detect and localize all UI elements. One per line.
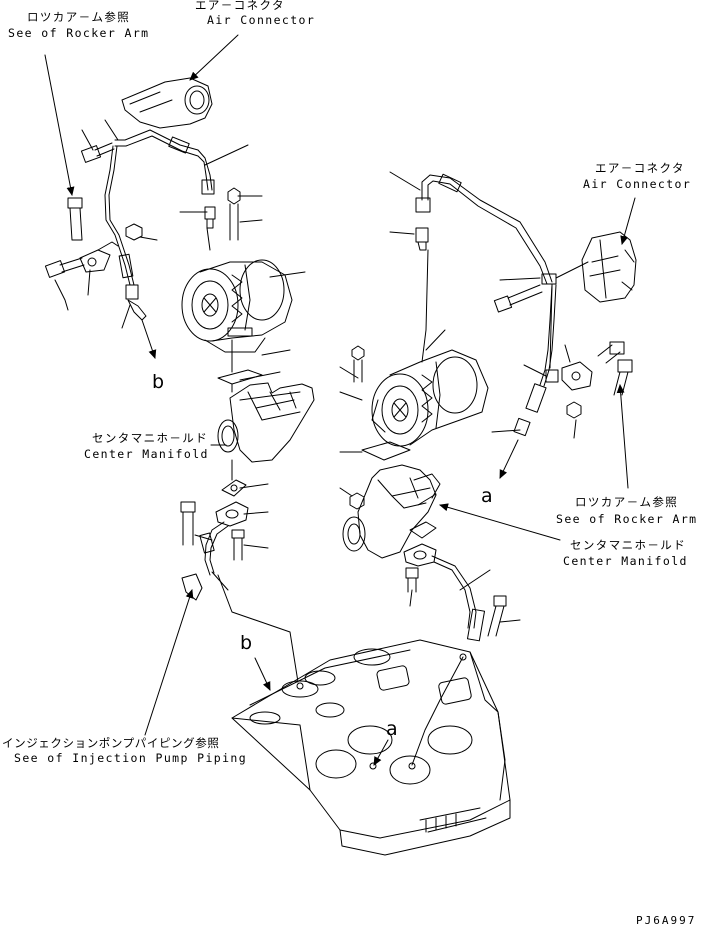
bracket-left	[79, 241, 119, 273]
leader-air-connector-left	[189, 34, 239, 81]
fitting-right	[415, 227, 429, 251]
leader-rocker-left	[44, 54, 75, 196]
air-top-en: Air Connector	[207, 13, 316, 27]
oil-drain-right	[431, 555, 507, 642]
bolt-left-5	[231, 529, 245, 561]
arrow-to-a-upper	[499, 439, 519, 479]
bolt-left-4	[180, 501, 196, 546]
bolt-left-1	[80, 142, 115, 163]
gasket-right-2	[409, 521, 437, 539]
nut-right	[566, 401, 582, 419]
bolt-right-2	[597, 341, 625, 364]
manifold-right-jp: センタマニホ－ルド	[570, 538, 687, 552]
rocker-right-en: See of Rocker Arm	[556, 512, 698, 526]
air-right-en: Air Connector	[583, 177, 692, 191]
air-connector-right	[581, 231, 637, 303]
oil-line-left	[104, 145, 139, 300]
connector-left-lower	[127, 299, 147, 321]
gasket-left-1	[217, 369, 263, 385]
air-pipe-right	[415, 173, 589, 285]
bolt-left-2	[67, 197, 83, 241]
stud-right	[351, 345, 365, 383]
rocker-left-en: See of Rocker Arm	[8, 26, 150, 40]
ref-a-upper: a	[481, 485, 493, 507]
bracket-right	[561, 361, 593, 391]
turbocharger-left	[181, 259, 293, 353]
flange-right	[403, 543, 437, 567]
ref-a-lower: a	[386, 718, 398, 740]
bolt-right-1	[493, 284, 543, 313]
injection-en: See of Injection Pump Piping	[14, 751, 248, 765]
manifold-left-en: Center Manifold	[84, 447, 209, 461]
fitting-left	[204, 206, 216, 229]
flange-left	[215, 501, 249, 527]
engine-block	[231, 639, 511, 856]
air-pipe-left	[114, 129, 215, 195]
leaders-left	[54, 119, 306, 549]
leader-injection-piping	[144, 589, 194, 736]
nut-left	[125, 223, 143, 241]
gasket-left-2	[221, 479, 247, 497]
leaders-right	[339, 171, 577, 623]
nut-right-2	[349, 492, 365, 510]
center-manifold-right	[342, 464, 441, 559]
air-right-jp: エア－コネクタ	[595, 161, 685, 175]
rocker-right-jp: ロツカア－ム参照	[575, 495, 679, 509]
oil-drain-left	[199, 521, 229, 576]
leader-manifold-right	[439, 503, 561, 541]
clip-left	[181, 573, 203, 601]
stud-left	[227, 187, 241, 241]
leader-a-lower	[411, 656, 464, 766]
leader-rocker-right	[616, 384, 629, 489]
gasket-right-1	[361, 441, 411, 461]
leader-b-lower	[217, 574, 299, 683]
leader-air-connector-right	[620, 197, 636, 245]
air-connector-left	[121, 77, 213, 129]
rocker-left-jp: ロツカア－ム参照	[27, 10, 131, 24]
manifold-right-en: Center Manifold	[563, 554, 688, 568]
bolt-left-3	[44, 257, 85, 278]
drawing-code: PJ6A997	[636, 914, 697, 927]
manifold-left-jp: センタマニホ－ルド	[92, 431, 209, 445]
injection-jp: インジェクションポンプパイピング参照	[2, 736, 220, 750]
arrow-a-lower	[373, 739, 389, 766]
arrow-b-lower	[254, 657, 271, 691]
leader-injection-clip	[211, 571, 229, 591]
arrow-to-b-upper	[141, 319, 157, 359]
turbocharger-right	[371, 349, 489, 447]
ref-b-lower: b	[240, 632, 253, 654]
air-top-jp: エア－コネクタ	[195, 0, 285, 12]
center-manifold-left	[217, 382, 315, 463]
bolt-right-4	[405, 567, 419, 593]
bolt-right-3	[613, 359, 633, 396]
connector-right	[545, 369, 559, 383]
ref-b-upper: b	[152, 371, 165, 393]
